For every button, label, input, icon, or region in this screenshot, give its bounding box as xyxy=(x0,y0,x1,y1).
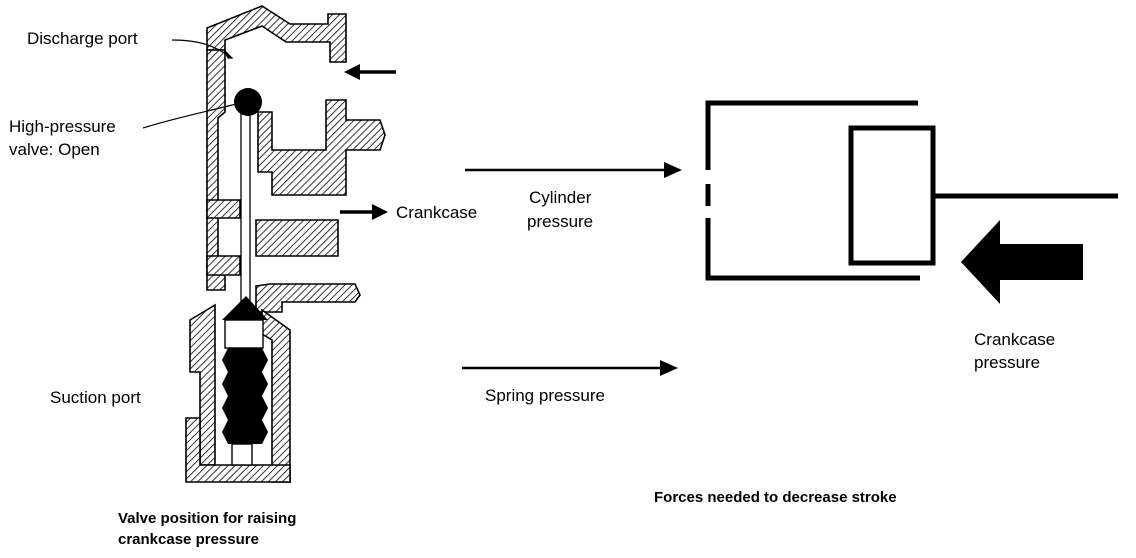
spring-chamber-bottom xyxy=(185,417,291,483)
cylinder-pressure-label-line1: Cylinder xyxy=(529,188,592,207)
crankcase-label: Crankcase xyxy=(396,203,478,222)
right-caption: Forces needed to decrease stroke xyxy=(654,489,897,506)
valve-arrows xyxy=(340,64,396,220)
spring-pressure-arrow-head xyxy=(660,360,678,376)
valve-middle-block xyxy=(255,219,339,257)
valve-internals xyxy=(222,88,268,466)
cylinder-pressure-arrow-head xyxy=(664,162,682,178)
valve-left-stub-lower xyxy=(206,255,241,276)
bellows-spring xyxy=(222,348,268,444)
valve-lower-spur xyxy=(255,283,361,313)
crankcase-pressure-label-line2: pressure xyxy=(974,353,1041,372)
valve-right-upper-block xyxy=(257,99,386,196)
crankcase-pressure-label-line1: Crankcase xyxy=(974,330,1056,349)
piston xyxy=(848,125,936,266)
crankcase-pressure-arrow xyxy=(961,220,1083,304)
crankcase-arrow-head xyxy=(372,204,388,220)
valve-cone xyxy=(222,296,268,320)
spring-cap xyxy=(224,319,264,349)
cylinder-top-wall xyxy=(705,100,918,170)
high-pressure-valve-label-line2: valve: Open xyxy=(9,140,100,159)
high-pressure-valve-label-line1: High-pressure xyxy=(9,117,116,136)
discharge-port-label: Discharge port xyxy=(27,29,138,48)
cylinder-bottom-wall xyxy=(705,218,920,281)
spring-chamber-right-wall xyxy=(261,308,291,483)
spring-base xyxy=(231,443,253,466)
suction-port-label: Suction port xyxy=(50,388,141,407)
spring-pressure-label: Spring pressure xyxy=(485,386,606,405)
force-arrows xyxy=(462,162,682,376)
high-pressure-valve-ball xyxy=(234,88,262,116)
left-caption-line1: Valve position for raising xyxy=(118,510,297,527)
valve-left-stub-upper xyxy=(206,199,241,219)
high-pressure-leader xyxy=(142,103,237,129)
inlet-arrow-head xyxy=(344,64,360,80)
cylinder-schematic xyxy=(705,100,1118,281)
cylinder-pressure-label-line2: pressure xyxy=(527,212,594,231)
valve-top-cap xyxy=(206,5,347,63)
valve-left-wall xyxy=(206,49,226,291)
leader-lines xyxy=(142,39,237,129)
discharge-leader-head xyxy=(223,49,234,59)
left-caption-line2: crankcase pressure xyxy=(118,531,259,548)
